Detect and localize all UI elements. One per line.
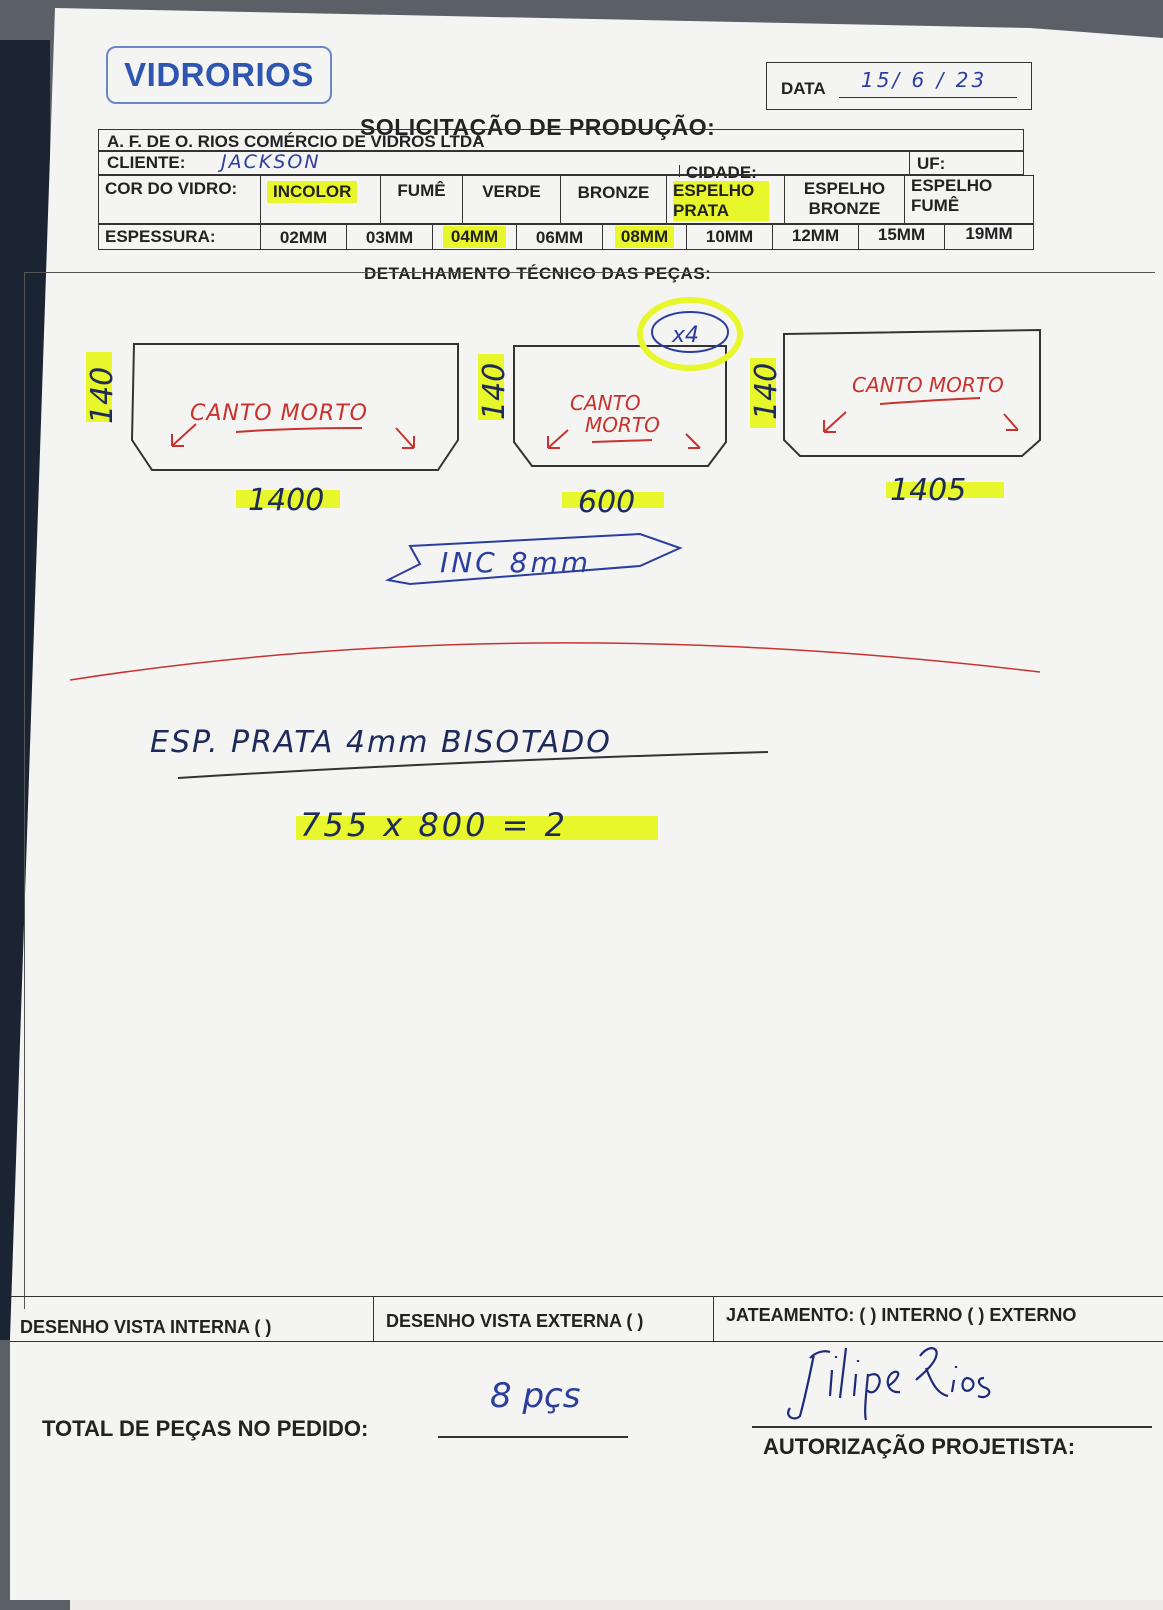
glass-color-row: COR DO VIDRO: INCOLOR FUMÊ VERDE BRONZE … [98, 175, 1034, 225]
option-10mm[interactable]: 10MM [687, 224, 773, 249]
piece-1-height: 140 [85, 367, 120, 424]
piece-1: 140 CANTO MORTO 1400 [85, 343, 459, 518]
piece-2: 140 CANTO MORTO x4 600 [477, 297, 743, 520]
option-espelho-fume[interactable]: ESPELHO FUMÊ [911, 176, 993, 215]
form-title: SOLICITAÇÃO DE PRODUÇÃO: [360, 114, 716, 140]
piece-2-width: 600 [578, 485, 635, 520]
authorization-signature-line [752, 1426, 1152, 1428]
piece-3: 140 CANTO MORTO 1405 [749, 328, 1041, 508]
client-value[interactable]: JACKSON [221, 151, 321, 173]
thickness-row: ESPESSURA: 02MM 03MM 04MM 06MM 08MM 10MM… [98, 223, 1034, 250]
sandblasting-option[interactable]: JATEAMENTO: ( ) INTERNO ( ) EXTERNO [726, 1305, 1077, 1325]
option-bronze[interactable]: BRONZE [561, 176, 667, 224]
external-view-option[interactable]: DESENHO VISTA EXTERNA ( ) [374, 1297, 714, 1341]
piece-2-note-line1: CANTO [570, 391, 641, 415]
mirror-measure: 755 x 800 = 2 [300, 806, 568, 844]
piece-3-note: CANTO MORTO [852, 373, 1004, 397]
total-pieces-label: TOTAL DE PEÇAS NO PEDIDO: [42, 1416, 369, 1441]
client-row: CLIENTE: JACKSON UF: [98, 150, 1024, 177]
signature [787, 1347, 991, 1421]
glass-color-label: COR DO VIDRO: [99, 176, 261, 224]
company-logo: VIDRORIOS [106, 46, 332, 104]
option-espelho-prata[interactable]: ESPELHO PRATA [667, 176, 785, 224]
option-04mm[interactable]: 04MM [433, 224, 517, 249]
option-12mm[interactable]: 12MM [773, 224, 859, 249]
option-06mm[interactable]: 06MM [517, 224, 603, 249]
option-19mm[interactable]: 19MM [965, 224, 1013, 243]
option-03mm[interactable]: 03MM [347, 224, 433, 249]
option-espelho-bronze[interactable]: ESPELHO BRONZE [785, 176, 905, 224]
mirror-note: ESP. PRATA 4mm BISOTADO [150, 725, 612, 760]
piece-1-note: CANTO MORTO [190, 401, 368, 426]
technical-detail-area [24, 272, 1155, 1309]
client-label: CLIENTE: [107, 153, 186, 172]
option-verde[interactable]: VERDE [463, 176, 561, 224]
date-underline [839, 97, 1017, 98]
piece-1-width: 1400 [248, 483, 324, 518]
thickness-label: ESPESSURA: [99, 224, 261, 249]
detail-title: DETALHAMENTO TÉCNICO DAS PEÇAS: [364, 264, 712, 283]
piece-2-quantity: x4 [671, 323, 699, 348]
option-02mm[interactable]: 02MM [261, 224, 347, 249]
date-value: 15/ 6 / 23 [861, 68, 988, 92]
city-label: CIDADE: [686, 163, 757, 182]
production-form-sheet [10, 8, 1163, 1600]
option-incolor[interactable]: INCOLOR [261, 176, 381, 224]
option-15mm[interactable]: 15MM [859, 224, 945, 249]
option-fume[interactable]: FUMÊ [381, 176, 463, 224]
piece-3-width: 1405 [890, 473, 966, 508]
uf-label: UF: [917, 154, 946, 173]
total-pieces-underline [438, 1436, 628, 1438]
date-field[interactable]: DATA 15/ 6 / 23 [766, 62, 1032, 110]
option-08mm[interactable]: 08MM [603, 224, 687, 249]
piece-3-height: 140 [749, 363, 784, 420]
footer-options-row: DESENHO VISTA INTERNA ( ) DESENHO VISTA … [10, 1296, 1163, 1342]
internal-view-option[interactable]: DESENHO VISTA INTERNA ( ) [10, 1297, 374, 1341]
company-row: A. F. DE O. RIOS COMÉRCIO DE VIDROS LTDA [98, 129, 1024, 152]
authorization-label: AUTORIZAÇÃO PROJETISTA: [763, 1434, 1076, 1459]
total-pieces-value[interactable]: 8 pçs [490, 1376, 581, 1416]
company-name: A. F. DE O. RIOS COMÉRCIO DE VIDROS LTDA [107, 132, 485, 151]
piece-2-note-line2: MORTO [585, 413, 660, 437]
material-callout: INC 8mm [384, 532, 683, 586]
red-divider [69, 642, 1041, 681]
date-label: DATA [781, 79, 826, 98]
material-note: INC 8mm [440, 546, 591, 579]
piece-2-height: 140 [477, 363, 512, 420]
